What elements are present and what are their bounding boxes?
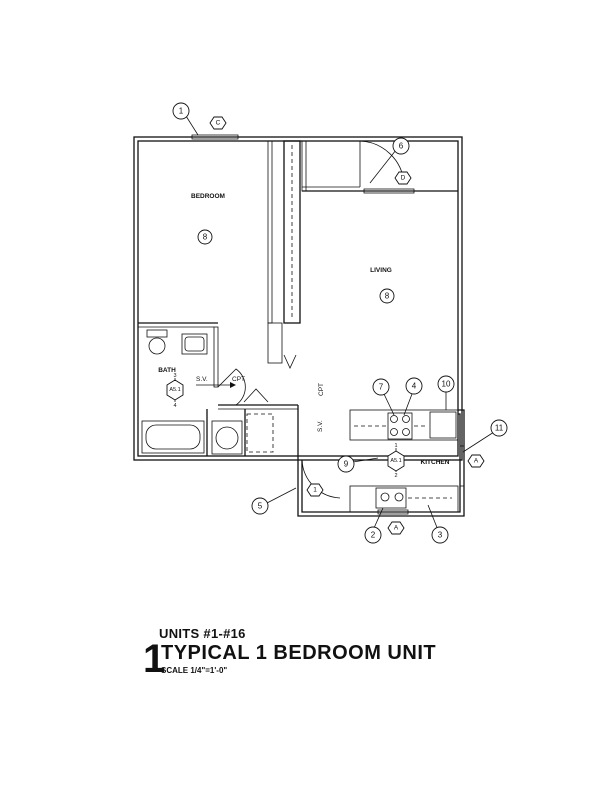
callout-9: 9 bbox=[337, 455, 355, 473]
leader-lines bbox=[185, 115, 495, 531]
callout-4: 4 bbox=[405, 377, 423, 395]
callout-11: 11 bbox=[490, 419, 508, 437]
hex-tag-d: D bbox=[394, 171, 412, 185]
drawing-title: TYPICAL 1 BEDROOM UNIT bbox=[161, 642, 437, 664]
hex-tag-a-bottom: A bbox=[387, 521, 405, 535]
kitchen-cpt-note: CPT bbox=[318, 383, 325, 396]
svg-text:7: 7 bbox=[379, 383, 384, 392]
doors bbox=[217, 140, 405, 500]
svg-text:8: 8 bbox=[203, 233, 208, 242]
callout-3: 3 bbox=[431, 526, 449, 544]
svg-text:3: 3 bbox=[173, 373, 176, 379]
svg-text:2: 2 bbox=[394, 473, 397, 479]
interior-walls bbox=[138, 140, 458, 460]
finish-callout-bedroom: 8 bbox=[197, 229, 213, 245]
callout-7: 7 bbox=[372, 378, 390, 396]
hex-tag-c: C bbox=[209, 116, 227, 130]
svg-text:11: 11 bbox=[495, 424, 504, 433]
svg-text:D: D bbox=[401, 175, 406, 182]
bath-sv-note: S.V. bbox=[196, 376, 208, 383]
svg-text:A5.1: A5.1 bbox=[390, 458, 401, 464]
drawing-number: 1 bbox=[143, 637, 166, 681]
detail-mark-bath: A5.1 3 4 bbox=[166, 373, 184, 409]
svg-text:8: 8 bbox=[385, 292, 390, 301]
bath-fixtures bbox=[141, 329, 274, 455]
svg-text:A5.1: A5.1 bbox=[169, 387, 180, 393]
svg-text:1: 1 bbox=[313, 487, 317, 494]
hex-tag-a-right: A bbox=[467, 454, 485, 468]
svg-text:3: 3 bbox=[438, 531, 443, 540]
finish-callout-living: 8 bbox=[379, 288, 395, 304]
drawing-scale: SCALE 1/4"=1'-0" bbox=[161, 666, 228, 675]
svg-text:9: 9 bbox=[344, 460, 349, 469]
svg-text:1: 1 bbox=[179, 107, 184, 116]
callout-6: 6 bbox=[392, 137, 410, 155]
bath-cpt-note: CPT bbox=[232, 376, 245, 383]
kitchen-sv-note: S.V. bbox=[317, 420, 324, 432]
callout-5: 5 bbox=[251, 497, 269, 515]
kitchen-fixtures bbox=[349, 409, 459, 513]
units-label: UNITS #1-#16 bbox=[159, 626, 246, 641]
svg-text:C: C bbox=[216, 120, 221, 127]
callout-1: 1 bbox=[172, 102, 190, 120]
exterior-walls bbox=[133, 136, 465, 517]
svg-text:6: 6 bbox=[399, 142, 404, 151]
room-label-kitchen: KITCHEN bbox=[421, 459, 450, 466]
room-label-living: LIVING bbox=[370, 267, 392, 274]
callout-2: 2 bbox=[364, 526, 382, 544]
svg-text:A: A bbox=[394, 525, 399, 532]
room-label-bath: BATH bbox=[158, 367, 176, 374]
svg-text:2: 2 bbox=[371, 531, 376, 540]
svg-text:4: 4 bbox=[412, 382, 417, 391]
svg-text:A: A bbox=[474, 458, 479, 465]
windows bbox=[191, 134, 465, 515]
title-block: UNITS #1-#16 1 TYPICAL 1 BEDROOM UNIT SC… bbox=[143, 626, 463, 686]
svg-text:10: 10 bbox=[442, 380, 451, 389]
svg-text:4: 4 bbox=[173, 403, 176, 409]
detail-mark-kitchen: A5.1 1 2 bbox=[387, 443, 405, 479]
hex-tag-1: 1 bbox=[306, 483, 324, 497]
callout-10: 10 bbox=[437, 375, 455, 393]
valve-notes: S.V. CPT CPT S.V. bbox=[196, 376, 325, 432]
svg-text:5: 5 bbox=[258, 502, 263, 511]
svg-text:1: 1 bbox=[394, 443, 397, 449]
room-label-bedroom: BEDROOM bbox=[191, 193, 225, 200]
